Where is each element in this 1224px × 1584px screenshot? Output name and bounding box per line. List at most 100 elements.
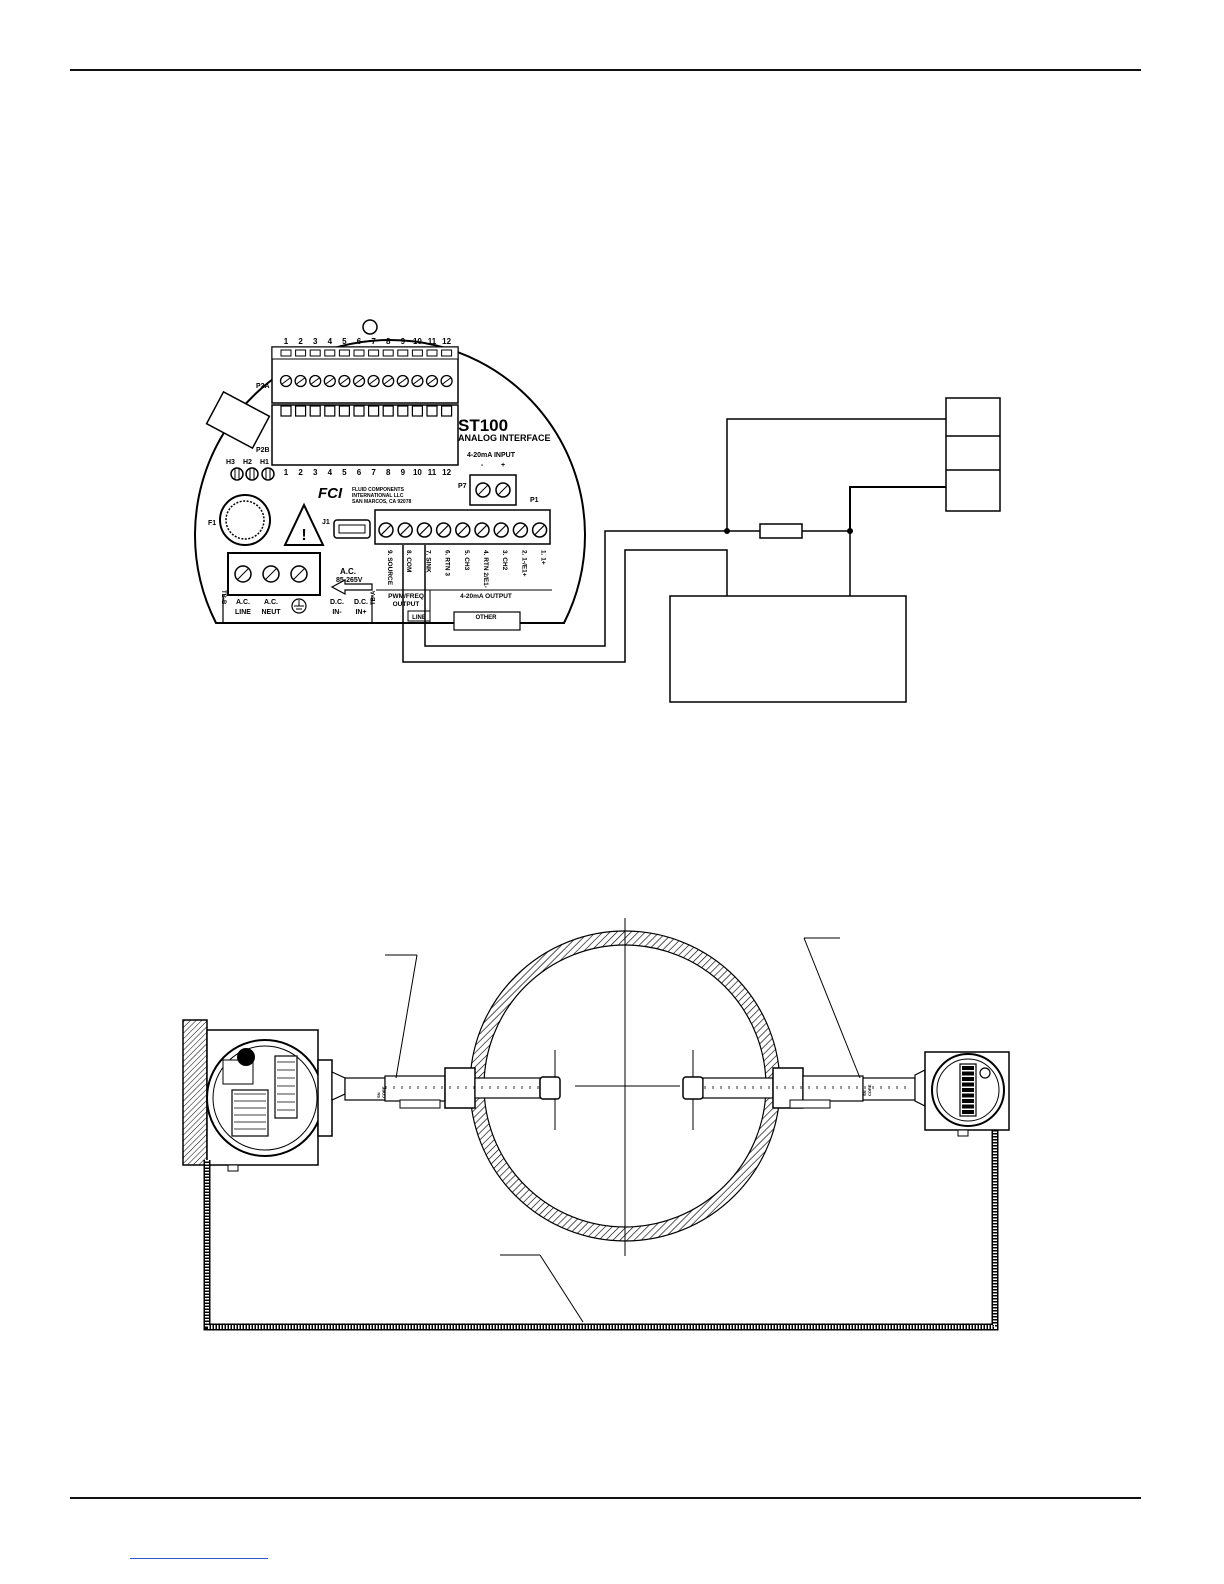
p2b-pin-number: 4 — [328, 468, 333, 477]
p1-terminal-label: 7. SINK — [424, 550, 431, 573]
h-jumper-label: H1 — [260, 459, 269, 466]
right-sensor-label: CORE — [867, 1084, 872, 1096]
tb-b-label: TB-B — [220, 590, 226, 605]
h-jumper-label: H3 — [226, 459, 235, 466]
tb-terminal-label: IN+ — [355, 609, 366, 616]
ground-icon — [291, 598, 307, 614]
p2a-pin-number: 12 — [442, 337, 451, 346]
p1-label: P1 — [530, 497, 539, 504]
interconnect-cable — [203, 1130, 999, 1331]
p1-terminal-label: 6. RTN 3 — [444, 550, 451, 576]
junction-node — [847, 528, 853, 534]
left-sensor-label: CORE — [381, 1086, 386, 1098]
external-wiring — [402, 397, 1001, 703]
p2b-pin-number: 5 — [342, 468, 347, 477]
p7-connector — [469, 474, 517, 506]
j1-connector — [333, 519, 371, 539]
header-rule — [70, 69, 1141, 71]
p2a-pin-number: 5 — [342, 337, 347, 346]
footer-rule — [70, 1497, 1141, 1499]
p7-label: P7 — [458, 483, 467, 490]
maker-line: SAN MARCOS, CA 92078 — [352, 499, 411, 505]
tb-terminal-label: LINE — [235, 609, 251, 616]
p2b-pin-number: 10 — [413, 468, 422, 477]
p2a-pin-number: 2 — [298, 337, 303, 346]
p1-terminal-label: 9. SOURCE — [386, 550, 393, 586]
p2a-pin-number: 4 — [328, 337, 333, 346]
p2a-connector — [271, 346, 459, 404]
right-sensor-label: SN — [862, 1090, 867, 1096]
j1-label: J1 — [322, 519, 330, 526]
input-label: 4-20mA INPUT — [467, 452, 516, 459]
h-jumpers — [230, 467, 275, 481]
fuse-f1 — [219, 494, 271, 546]
svg-text:!: ! — [301, 527, 306, 544]
tb-b-power-block — [227, 552, 321, 596]
p1-terminal-label: 2. 1-/E1+ — [520, 550, 527, 577]
prom-chip — [205, 390, 271, 450]
p2b-pin-number: 7 — [371, 468, 376, 477]
p2b-pin-number: 6 — [357, 468, 362, 477]
right-enclosure — [914, 1051, 1010, 1137]
p2a-pin-number: 6 — [357, 337, 362, 346]
p2a-pin-number: 7 — [371, 337, 376, 346]
input-plus: + — [501, 462, 505, 469]
p2b-pin-number: 8 — [386, 468, 391, 477]
p1-terminal-label: 4. RTN 2/E1- — [482, 550, 489, 588]
power-range: 85-265V — [336, 577, 363, 584]
power-label: A.C. — [340, 567, 356, 576]
tb-terminal-label: D.C. — [354, 599, 368, 606]
p2b-pin-number: 3 — [313, 468, 318, 477]
left-sensor-label: SN — [376, 1092, 381, 1098]
pwm-label: PWM/FREQ — [388, 593, 424, 600]
tb-terminal-label: NEUT — [261, 609, 281, 616]
p1-terminal-label: 3. CH2 — [501, 550, 508, 571]
p2b-label: P2B — [256, 447, 270, 454]
p2b-pin-number: 9 — [401, 468, 406, 477]
p1-terminal-block — [374, 509, 551, 545]
group-label: LINE — [412, 615, 426, 621]
p2b-pin-number: 11 — [428, 468, 437, 477]
group-label: OTHER — [476, 615, 498, 621]
callout-leaders — [385, 937, 861, 1323]
right-probe — [682, 1067, 916, 1109]
p2b-pin-number: 1 — [284, 468, 289, 477]
maker-line: FLUID COMPONENTS — [352, 487, 405, 493]
left-enclosure — [182, 1019, 346, 1166]
left-probe — [344, 1067, 561, 1109]
tb-terminal-label: D.C. — [330, 599, 344, 606]
p2a-pin-number: 8 — [386, 337, 391, 346]
h-jumper-label: H2 — [243, 459, 252, 466]
p2a-pin-number: 10 — [413, 337, 422, 346]
footer-link-underline[interactable] — [130, 1558, 268, 1559]
p1-terminal-label: 8. COM — [405, 550, 412, 572]
p2a-pin-number: 3 — [313, 337, 318, 346]
p2a-label: P2A — [256, 383, 270, 390]
warning-triangle-icon: ! — [283, 502, 325, 546]
board-title: ST100 — [458, 416, 508, 435]
maker-line: INTERNATIONAL LLC — [352, 493, 404, 499]
p2b-pin-number: 2 — [298, 468, 303, 477]
left-gland — [227, 1164, 239, 1172]
tb-terminal-label: IN- — [332, 609, 342, 616]
output-label: 4-20mA OUTPUT — [460, 593, 512, 600]
p1-terminal-label: 1. 1+ — [540, 550, 547, 565]
board-subtitle: ANALOG INTERFACE — [458, 433, 551, 443]
p2a-pin-number: 1 — [284, 337, 289, 346]
tb-terminal-label: A.C. — [236, 599, 250, 606]
p2b-connector — [271, 404, 459, 466]
ac-arrow-icon — [330, 578, 373, 596]
fci-logo: FCI — [318, 485, 343, 502]
p2b-pin-number: 12 — [442, 468, 451, 477]
p2a-pin-number: 11 — [428, 337, 437, 346]
mount-hole-icon — [362, 319, 378, 335]
junction-node — [724, 528, 730, 534]
tb-terminal-label: A.C. — [264, 599, 278, 606]
p1-terminal-label: 5. CH3 — [463, 550, 470, 571]
p2a-pin-number: 9 — [401, 337, 406, 346]
tb-a-label: TB-A — [371, 590, 377, 605]
f1-label: F1 — [208, 520, 216, 527]
pwm-label: OUTPUT — [393, 601, 420, 608]
input-minus: - — [481, 462, 484, 469]
